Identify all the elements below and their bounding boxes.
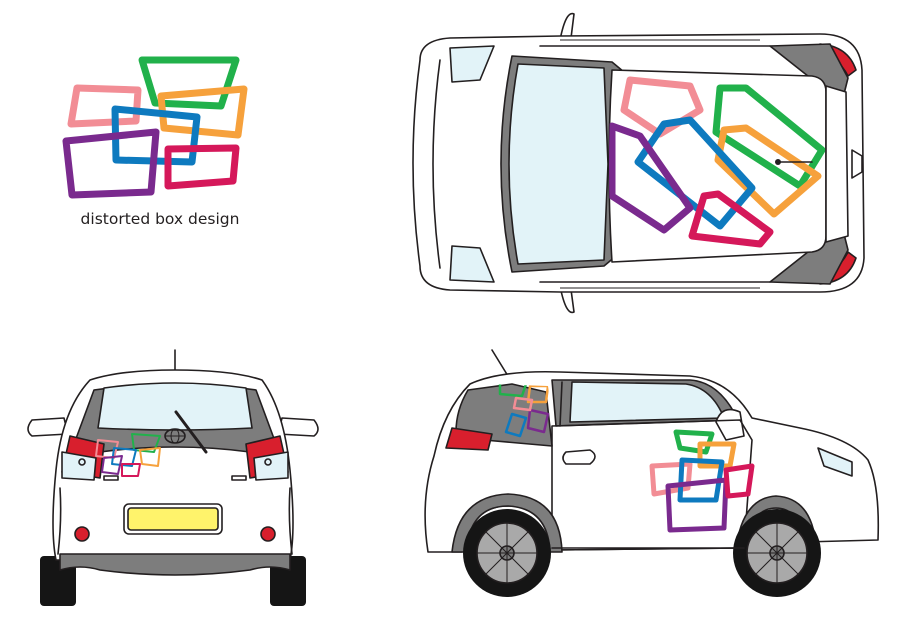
- side-front-wheel: [733, 509, 821, 597]
- rear-badge-right: [231, 475, 247, 481]
- rear-orange-box: [139, 447, 161, 467]
- rear-tyre-right: [270, 556, 306, 606]
- roof-crimson-box: [688, 190, 774, 248]
- rear-lamp-dot-left: [78, 458, 86, 466]
- side-rear-arch: [451, 493, 563, 553]
- rear-wiper: [174, 410, 208, 454]
- side-tail-light: [445, 427, 493, 451]
- side-view: [424, 349, 880, 597]
- rear-green-box: [131, 433, 161, 453]
- rear-lamp-dot-right: [264, 458, 272, 466]
- side-rear-orange-box: [526, 384, 550, 404]
- rear-lamp-lower-left: [61, 451, 97, 481]
- rear-view: [27, 349, 319, 606]
- side-rear-wheel: [463, 509, 551, 597]
- side-door-pink-box: [649, 461, 693, 497]
- rear-crimson-box: [121, 463, 141, 477]
- logo-distorted-boxes: distorted box design: [62, 56, 248, 228]
- top-windscreen: [508, 63, 609, 265]
- top-headlight-right: [449, 245, 495, 283]
- side-headlight: [817, 447, 853, 477]
- rear-number-plate: [127, 507, 219, 531]
- side-door-handle: [562, 449, 596, 465]
- orange-box: [157, 85, 248, 139]
- side-door-graphic: [649, 429, 755, 533]
- top-rear-window: [825, 85, 849, 243]
- side-door-purple-box: [665, 477, 729, 533]
- green-box: [138, 56, 240, 110]
- rear-window: [97, 382, 253, 431]
- rear-blue-box: [111, 447, 137, 467]
- side-antenna: [491, 349, 509, 377]
- rear-graphic: [95, 433, 161, 477]
- top-view: [412, 12, 865, 314]
- side-rear-blue-box: [504, 412, 528, 438]
- side-mirror: [715, 408, 745, 441]
- rear-mirror-left: [27, 417, 69, 437]
- side-rear-purple-box: [526, 408, 550, 434]
- top-headlight-left: [449, 45, 495, 83]
- top-rear-badge: [851, 149, 863, 179]
- side-rear-graphic: [498, 384, 550, 438]
- blue-box: [111, 105, 201, 166]
- side-door-green-box: [673, 429, 715, 455]
- logo-caption: distorted box design: [81, 210, 240, 228]
- top-roof-graphic: [609, 76, 826, 248]
- side-rear-pink-box: [512, 396, 534, 412]
- rear-purple-box: [101, 455, 123, 475]
- crimson-box: [164, 144, 240, 190]
- pink-box: [67, 84, 142, 128]
- roof-purple-box: [609, 122, 694, 234]
- top-hood: [432, 59, 441, 269]
- rear-reflector-left: [74, 526, 90, 542]
- rear-lamp-lower-right: [253, 451, 289, 481]
- purple-box: [62, 128, 160, 199]
- rear-bumper: [59, 553, 291, 576]
- side-rear-green-box: [498, 384, 528, 398]
- side-door-crimson-box: [723, 463, 755, 499]
- logo-box-group: [62, 56, 248, 199]
- rear-mirror-right: [277, 417, 319, 437]
- rear-pink-box: [95, 439, 119, 459]
- rear-reflector-right: [260, 526, 276, 542]
- rear-badge-left: [103, 475, 119, 481]
